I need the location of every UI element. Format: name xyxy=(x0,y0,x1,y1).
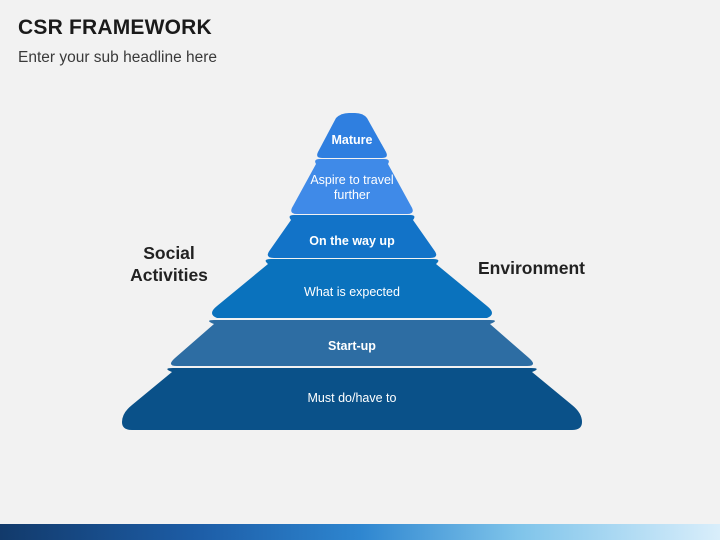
pyramid-layer-aspire[interactable] xyxy=(291,159,413,214)
side-label-social-activities: Social Activities xyxy=(108,243,230,286)
pyramid-layer-on-the-way-up[interactable] xyxy=(267,215,437,258)
footer-stripe xyxy=(0,520,720,524)
side-label-social-line1: Social xyxy=(143,243,195,263)
pyramid-layer-must-do[interactable] xyxy=(122,368,582,430)
page-title: CSR FRAMEWORK xyxy=(18,16,212,39)
side-label-social-line2: Activities xyxy=(130,264,208,285)
side-label-environment: Environment xyxy=(478,258,585,278)
page-subtitle: Enter your sub headline here xyxy=(18,49,218,66)
footer-decoration-bar xyxy=(0,520,720,540)
pyramid-layer-mature[interactable] xyxy=(317,113,387,158)
pyramid-layer-start-up[interactable] xyxy=(170,320,534,366)
pyramid-layer-what-is-expected[interactable] xyxy=(212,259,492,318)
